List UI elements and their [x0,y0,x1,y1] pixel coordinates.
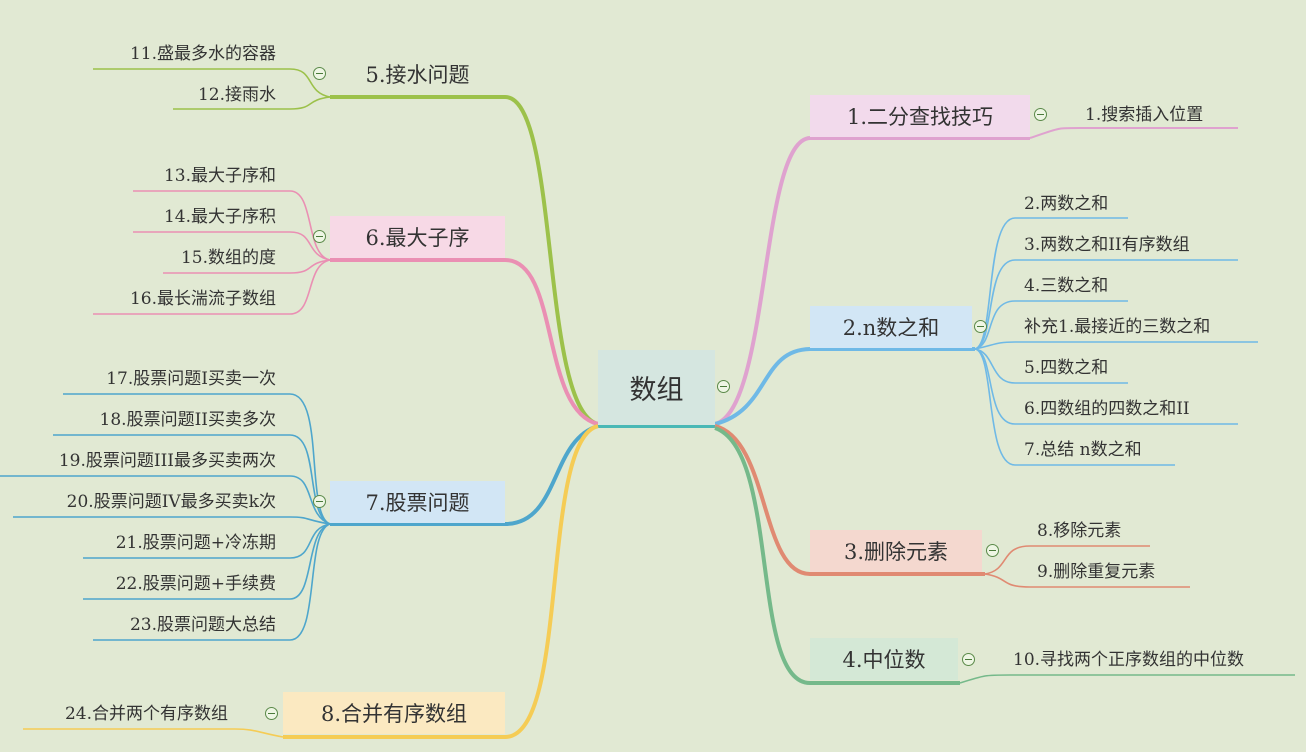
collapse-toggle-b1[interactable] [1034,108,1047,121]
branch-label: 7.股票问题 [365,491,470,515]
leaf-24[interactable]: 24.合并两个有序数组 [64,704,228,724]
branch-topic-b1[interactable]: 1.二分查找技巧 [810,95,1030,137]
branch-label: 5.接水问题 [365,63,470,87]
branch-label: 1.二分查找技巧 [846,105,994,129]
collapse-toggle-b8[interactable] [265,707,278,720]
leaf-6[interactable]: 6.四数组的四数之和II [1024,399,1190,419]
leaf-8[interactable]: 8.移除元素 [1037,521,1122,541]
collapse-toggle-b5[interactable] [313,67,326,80]
branch-topic-b8[interactable]: 8.合并有序数组 [283,692,505,734]
leaf-4[interactable]: 4.三数之和 [1024,276,1109,296]
branch-topic-b4[interactable]: 4.中位数 [810,638,958,680]
leaf-22[interactable]: 22.股票问题+手续费 [115,574,276,594]
collapse-toggle-b6[interactable] [313,230,326,243]
collapse-toggle-b7[interactable] [313,495,326,508]
leaf-14[interactable]: 14.最大子序积 [163,207,276,227]
leaf-1[interactable]: 1.搜索插入位置 [1085,105,1204,125]
leaf-20[interactable]: 20.股票问题IV最多买卖k次 [66,492,276,512]
leaf-5[interactable]: 5.四数之和 [1024,358,1109,378]
branch-label: 6.最大子序 [365,226,470,250]
leaf-7[interactable]: 7.总结 n数之和 [1024,440,1142,460]
root-topic-label: 数组 [629,375,684,406]
branch-label: 4.中位数 [842,648,926,672]
collapse-toggle-b2[interactable] [974,320,987,333]
branch-label: 3.删除元素 [843,540,949,564]
branch-topic-b3[interactable]: 3.删除元素 [810,530,982,572]
leaf-supplement-1[interactable]: 补充1.最接近的三数之和 [1024,317,1211,337]
branch-topic-b2[interactable]: 2.n数之和 [810,306,972,348]
leaf-12[interactable]: 12.接雨水 [197,85,276,105]
leaf-10[interactable]: 10.寻找两个正序数组的中位数 [1013,650,1245,670]
leaf-9[interactable]: 9.删除重复元素 [1037,562,1156,582]
leaf-15[interactable]: 15.数组的度 [180,248,276,268]
leaf-11[interactable]: 11.盛最多水的容器 [129,44,276,64]
collapse-toggle-root[interactable] [717,380,730,393]
leaf-19[interactable]: 19.股票问题III最多买卖两次 [58,451,276,471]
collapse-toggle-b4[interactable] [962,653,975,666]
leaf-2[interactable]: 2.两数之和 [1024,194,1109,214]
branch-label: 2.n数之和 [842,316,940,340]
leaf-23[interactable]: 23.股票问题大总结 [129,615,276,635]
root-topic[interactable]: 数组 [598,350,715,425]
branch-topic-b5[interactable]: 5.接水问题 [330,53,505,95]
leaf-13[interactable]: 13.最大子序和 [163,166,276,186]
leaf-3[interactable]: 3.两数之和II有序数组 [1024,235,1190,255]
branch-label: 8.合并有序数组 [320,702,468,726]
branch-topic-b7[interactable]: 7.股票问题 [330,481,505,523]
leaf-18[interactable]: 18.股票问题II买卖多次 [99,410,276,430]
leaf-21[interactable]: 21.股票问题+冷冻期 [115,533,276,553]
leaf-16[interactable]: 16.最长湍流子数组 [129,289,276,309]
branch-topic-b6[interactable]: 6.最大子序 [330,216,505,258]
leaf-17[interactable]: 17.股票问题I买卖一次 [106,369,276,389]
collapse-toggle-b3[interactable] [986,544,999,557]
